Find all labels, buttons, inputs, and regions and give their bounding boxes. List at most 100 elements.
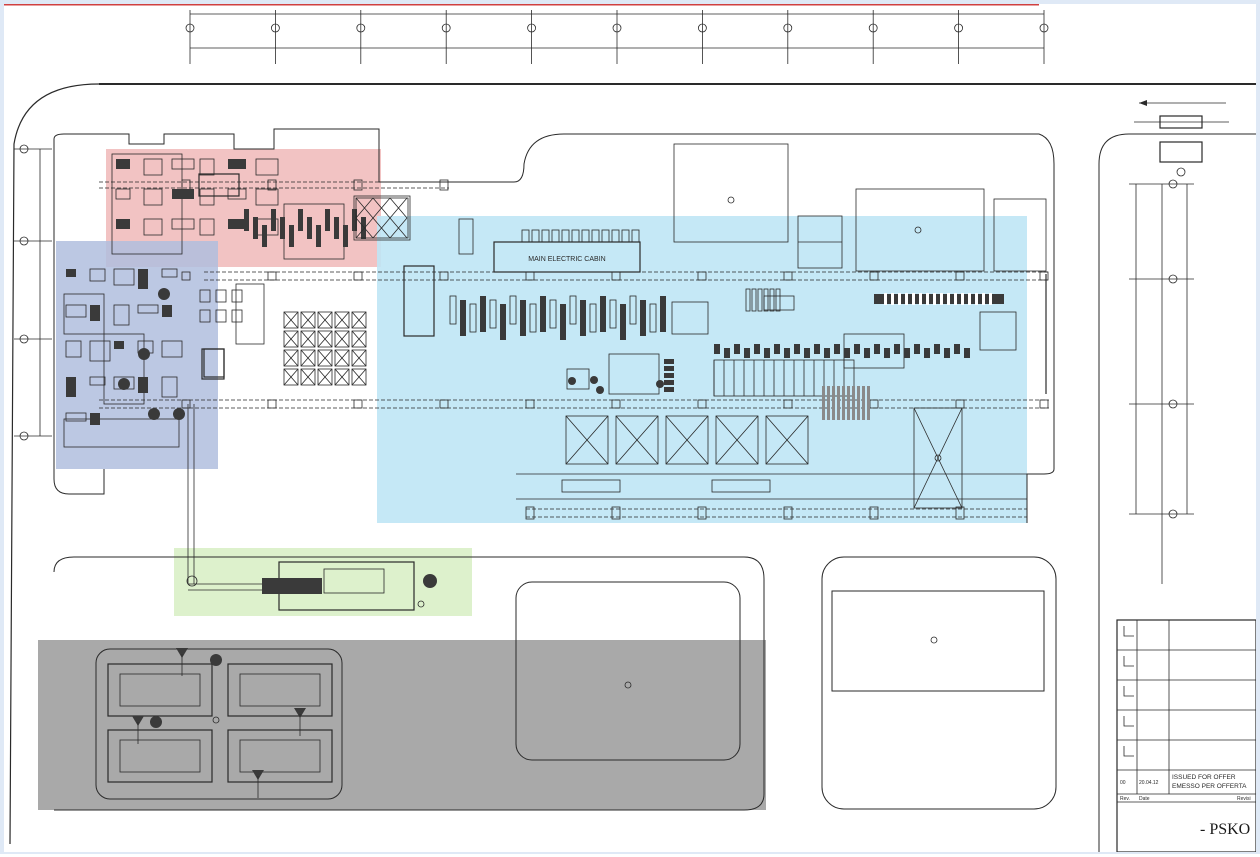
crate-cross [389, 217, 408, 239]
cabin-section [601, 229, 610, 243]
process-equipment [199, 218, 215, 236]
column-marker [353, 399, 363, 409]
crate-cross [355, 217, 374, 239]
revision-triangle [1123, 626, 1134, 637]
grid-axis-bubble [1168, 399, 1178, 409]
cabin-section [611, 229, 620, 243]
process-equipment [744, 348, 750, 358]
storage-cell-cross [334, 349, 350, 367]
process-equipment [89, 268, 106, 282]
tank-center-mark [624, 681, 632, 689]
col-header-revision: Revisi [1237, 796, 1251, 802]
process-equipment [171, 218, 195, 230]
rack-line [852, 386, 855, 420]
storage-cell-cross [334, 311, 350, 329]
pad-center-mark [930, 636, 938, 644]
storage-cell-cross [317, 330, 333, 348]
process-equipment [116, 219, 130, 229]
process-equipment [489, 299, 497, 329]
pump-symbol [138, 348, 150, 360]
column-marker [267, 399, 277, 409]
storage-cell [334, 368, 350, 386]
column-marker [1039, 399, 1049, 409]
grid-axis-bubble [1039, 23, 1049, 33]
process-equipment [227, 188, 247, 200]
process-equipment [480, 296, 486, 332]
column-marker [439, 271, 449, 281]
storage-cell-cross [300, 368, 316, 386]
crate-cross [389, 197, 408, 219]
zone-gray [38, 640, 766, 810]
aerator-symbol [252, 770, 264, 780]
reservoir-basin [107, 729, 213, 783]
storage-cell [317, 368, 333, 386]
process-equipment [549, 299, 557, 329]
process-equipment [161, 340, 183, 358]
process-equipment [231, 289, 243, 303]
process-equipment [751, 288, 757, 312]
process-equipment [964, 348, 970, 358]
reservoir-inner [239, 739, 321, 773]
rev-description-1: ISSUED FOR OFFER [1172, 774, 1236, 781]
column-marker [525, 399, 535, 409]
storage-cell-cross [283, 330, 299, 348]
process-equipment [714, 344, 720, 354]
aerator-symbol [132, 716, 144, 726]
process-equipment [316, 225, 321, 247]
column-marker [267, 179, 277, 191]
process-equipment [874, 344, 880, 354]
grid-axis-bubble [19, 334, 29, 344]
process-equipment [255, 158, 279, 176]
storage-cell-cross [300, 349, 316, 367]
process-equipment [757, 288, 763, 312]
process-equipment [664, 359, 674, 364]
process-equipment [228, 159, 246, 169]
process-equipment [137, 304, 159, 314]
column-markers [181, 179, 1049, 520]
process-equipment [215, 309, 227, 323]
process-equipment [569, 295, 577, 325]
process-equipment [199, 309, 211, 323]
storage-cell [283, 368, 299, 386]
process-equipment [660, 296, 666, 332]
storage-cell [351, 349, 367, 367]
column-marker [439, 399, 449, 409]
rack-line [842, 386, 845, 420]
process-equipment [804, 348, 810, 358]
column-marker [783, 506, 793, 520]
process-equipment [580, 300, 586, 336]
reservoir-basin [227, 729, 333, 783]
storage-cell-cross [317, 368, 333, 386]
rev-number: 00 [1120, 780, 1126, 786]
process-equipment [161, 268, 178, 278]
process-equipment [143, 188, 163, 206]
process-equipment [794, 344, 800, 354]
rack-line [847, 386, 850, 420]
process-equipment [298, 209, 303, 231]
storage-cell [317, 311, 333, 329]
blue-zone-equipment [63, 268, 265, 448]
grid-axis-bubble [270, 23, 280, 33]
process-equipment [325, 209, 330, 231]
process-equipment [115, 188, 131, 200]
process-equipment [162, 305, 172, 317]
column-marker [353, 271, 363, 281]
process-equipment [114, 341, 124, 349]
storage-crate [565, 415, 609, 465]
conveyor-slat [968, 293, 971, 305]
grid-axis-bubble [698, 23, 707, 33]
process-equipment [65, 340, 82, 358]
process-equipment [199, 158, 215, 176]
storage-grid [283, 311, 367, 386]
process-equipment [228, 219, 246, 229]
storage-cell [317, 349, 333, 367]
column-marker [869, 271, 879, 281]
storage-cell [351, 311, 367, 329]
rack-line [827, 386, 830, 420]
process-equipment [138, 269, 148, 289]
storage-crate-cross [665, 415, 709, 465]
grid-axis-bubble [19, 431, 29, 441]
zone-cyan [377, 216, 1027, 523]
conveyor-slat [926, 293, 929, 305]
